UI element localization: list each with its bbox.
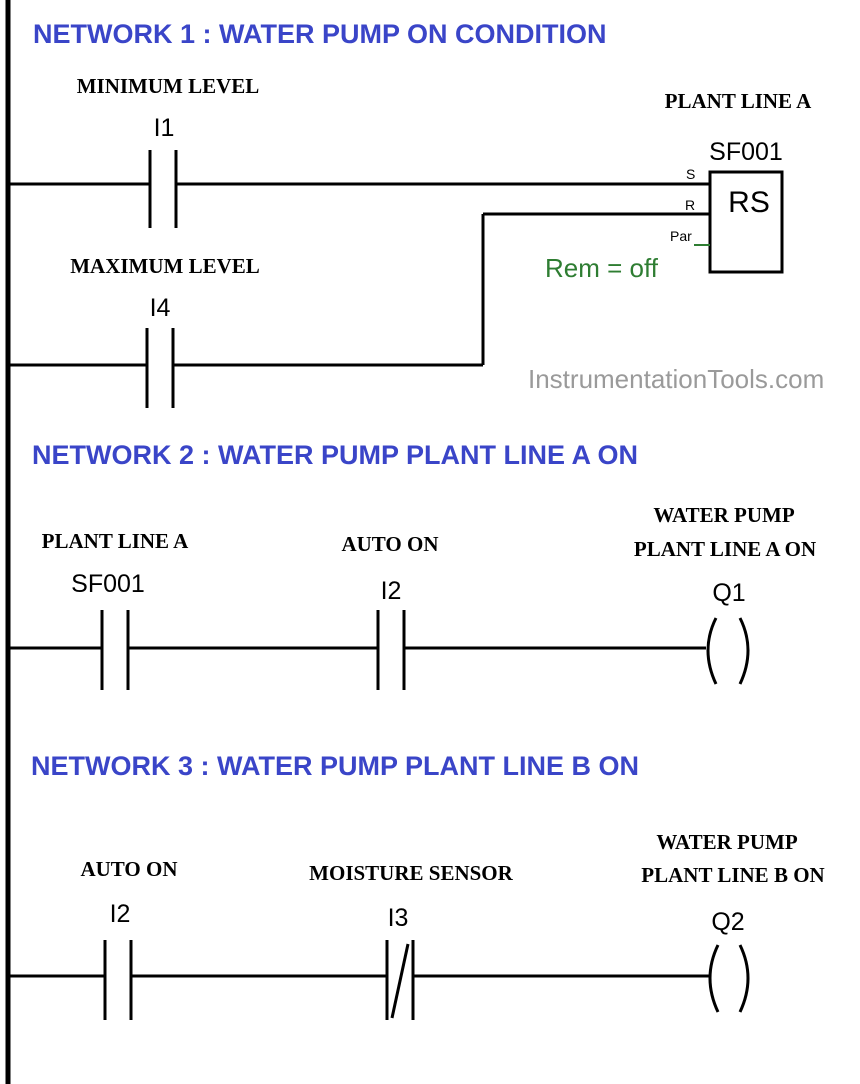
network-2-contact-1-label: PLANT LINE A <box>42 529 189 553</box>
network-3-contact-2-label: MOISTURE SENSOR <box>309 861 513 885</box>
network-3-coil-label-line-2: PLANT LINE B ON <box>641 863 824 887</box>
function-block-parameter: Rem = off <box>545 253 659 283</box>
network-3-title: NETWORK 3 : WATER PUMP PLANT LINE B ON <box>31 751 639 781</box>
network-2-coil-address: Q1 <box>712 579 745 607</box>
network-3-contact-1-address: I2 <box>110 900 131 928</box>
network-1-contact-2-address: I4 <box>150 294 171 322</box>
network-3-contact-1-label: AUTO ON <box>80 857 177 881</box>
network-2-coil-label-line-2: PLANT LINE A ON <box>634 537 816 561</box>
network-3-contact-2-nc-contact <box>385 940 710 1020</box>
function-block-name: SF001 <box>709 138 783 166</box>
pin-r-label: R <box>685 197 695 213</box>
network-1-contact-2-no-contact <box>8 212 710 408</box>
network-1-contact-1-address: I1 <box>154 114 175 142</box>
network-2-contact-2-label: AUTO ON <box>341 532 438 556</box>
network-1-contact-1-no-contact <box>8 150 710 228</box>
network-1-title: NETWORK 1 : WATER PUMP ON CONDITION <box>33 19 607 49</box>
network-2-coil-label-line-1: WATER PUMP <box>653 503 795 527</box>
network-3-contact-2-address: I3 <box>388 904 409 932</box>
watermark-text: InstrumentationTools.com <box>528 364 824 394</box>
network-1-contact-2-label: MAXIMUM LEVEL <box>70 254 260 278</box>
network-3-coil-address: Q2 <box>711 908 744 936</box>
network-1-contact-1-label: MINIMUM LEVEL <box>77 74 260 98</box>
network-3-coil-label-line-1: WATER PUMP <box>656 830 798 854</box>
function-block-type: RS <box>728 186 770 219</box>
rs-function-block <box>708 170 784 274</box>
pin-par-label: Par <box>670 228 692 244</box>
network-2-contact-1-address: SF001 <box>71 570 145 598</box>
network-2-contact-2-no-contact <box>376 610 706 690</box>
network-2-contact-1-no-contact <box>8 610 378 690</box>
network-3-contact-1-no-contact <box>8 940 387 1020</box>
network-3-output-coil <box>708 944 750 1013</box>
network-2-contact-2-address: I2 <box>381 577 402 605</box>
function-block-label: PLANT LINE A <box>665 89 812 113</box>
network-2-title: NETWORK 2 : WATER PUMP PLANT LINE A ON <box>32 440 638 470</box>
network-2-output-coil <box>706 617 750 685</box>
pin-s-label: S <box>686 166 695 182</box>
